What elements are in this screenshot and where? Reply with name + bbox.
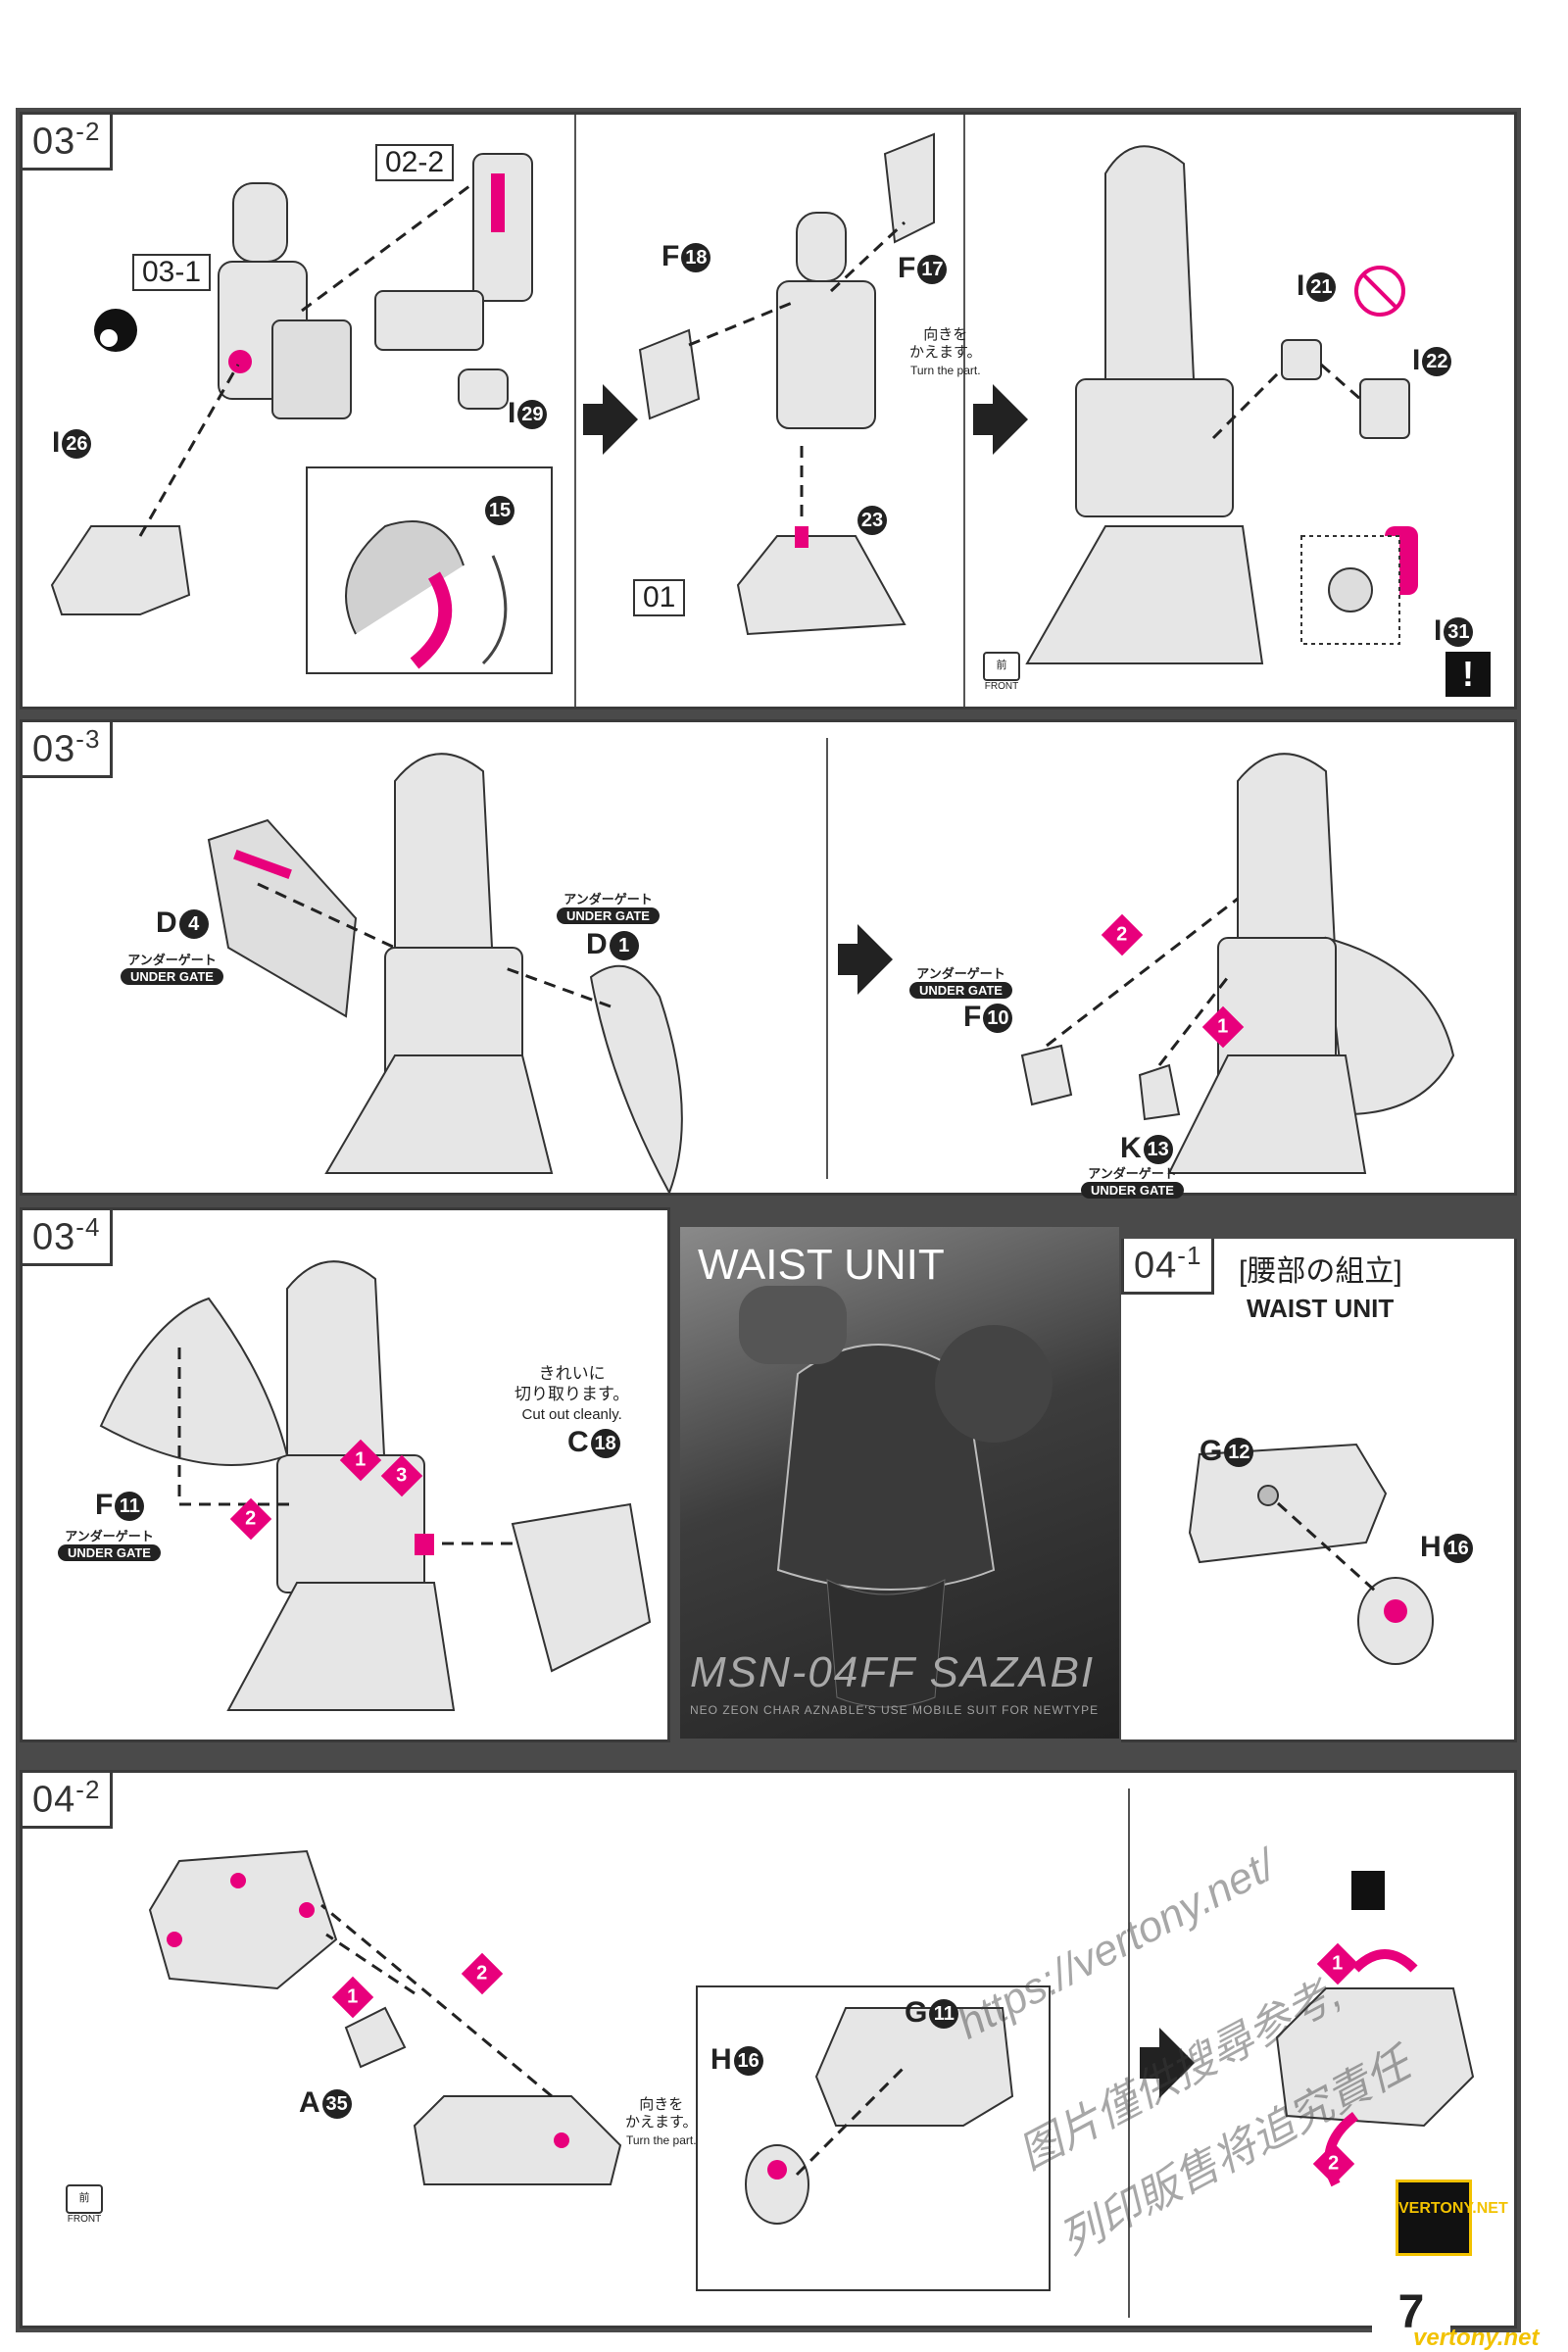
divider xyxy=(574,115,576,707)
photo-model-name: MSN-04FF SAZABI xyxy=(690,1648,1096,1696)
ref-01: 01 xyxy=(633,579,686,616)
step-label: 03-2 xyxy=(23,115,114,171)
step-label: 04-1 xyxy=(1121,1239,1215,1295)
part-15: 15 xyxy=(483,493,514,526)
step-label: 04-2 xyxy=(23,1773,114,1829)
mobile-suit-waist-image xyxy=(739,1286,1053,1708)
part-23: 23 xyxy=(856,503,887,536)
torso-frame-illustration xyxy=(50,153,553,674)
ref-02-2: 02-2 xyxy=(375,144,455,181)
waist-unit-photo: WAIST UNIT MSN-04FF SAZABI NEO ZEON CHAR… xyxy=(680,1227,1119,1739)
waist-frame-illustration xyxy=(1188,1443,1434,1665)
divider xyxy=(826,738,828,1179)
next-arrow xyxy=(1140,2028,1195,2098)
page-number: 7 xyxy=(1372,2283,1450,2342)
waist-armor-illustration xyxy=(148,1849,1051,2291)
next-arrow xyxy=(838,924,893,995)
photo-title: WAIST UNIT xyxy=(698,1241,945,1289)
turn-part-note: 向きをかえます。Turn the part. xyxy=(625,2096,698,2147)
ref-03-1: 03-1 xyxy=(132,254,212,291)
divider xyxy=(1128,1788,1130,2318)
next-arrow xyxy=(973,384,1028,455)
leg-armor-illustration xyxy=(207,753,683,1196)
step-label: 03-4 xyxy=(23,1210,114,1266)
warning-icon: ! xyxy=(1446,652,1491,697)
torso-armor-illustration xyxy=(638,132,935,636)
leg-assembly-illustration xyxy=(1025,145,1418,664)
turn-part-note: 向きをかえます。Turn the part. xyxy=(909,326,982,377)
step-label: 03-3 xyxy=(23,722,114,778)
site-logo: VERTONY.NET xyxy=(1396,2180,1508,2256)
step-title-en: WAIST UNIT xyxy=(1247,1294,1395,1323)
photo-subtitle: NEO ZEON CHAR AZNABLE'S USE MOBILE SUIT … xyxy=(690,1703,1100,1717)
divider xyxy=(963,115,965,707)
leg-armor-attach-illustration xyxy=(1020,753,1455,1174)
cut-cleanly-note: きれいに切り取ります。Cut out cleanly. xyxy=(514,1364,630,1423)
step-title-jp: [腰部の組立] xyxy=(1239,1255,1402,1288)
next-arrow xyxy=(583,384,638,455)
site-watermark: vertony.net xyxy=(1413,2325,1540,2351)
leg-side-armor-illustration xyxy=(99,1260,652,1711)
